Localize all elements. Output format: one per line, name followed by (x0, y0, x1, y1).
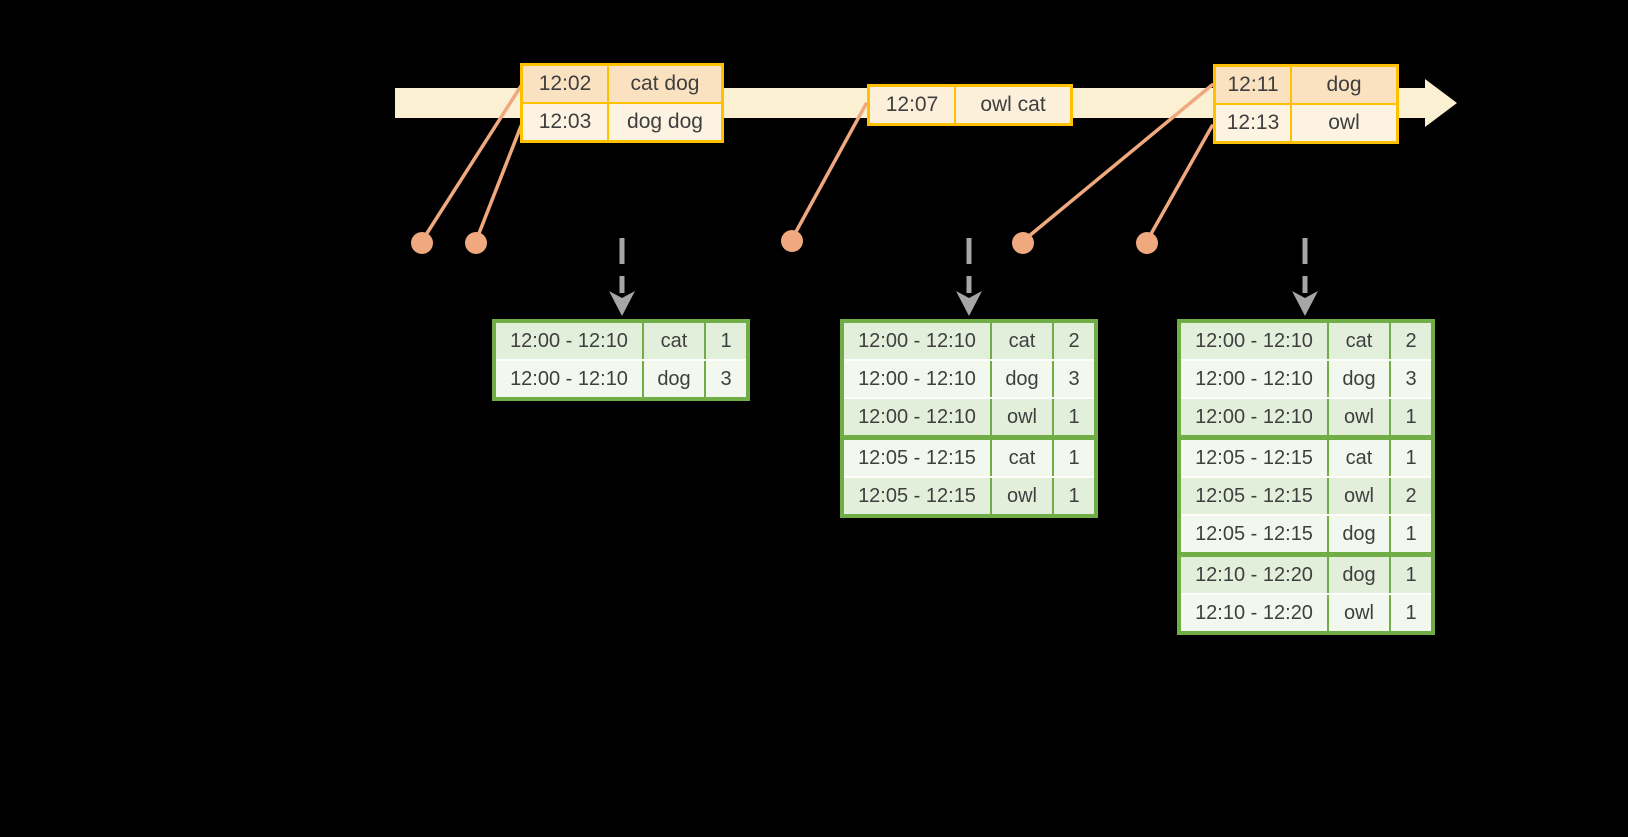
word-cell: dog (1327, 361, 1389, 397)
trigger-arrows (609, 238, 1318, 316)
leader-line (420, 84, 523, 243)
result-table: 12:00 - 12:10 cat 2 12:00 - 12:10 dog 3 … (1177, 319, 1435, 635)
table-row: 12:00 - 12:10 dog 3 (496, 359, 746, 397)
word-cell: owl (1327, 595, 1389, 631)
table-row: 12:00 - 12:10 owl 1 (844, 397, 1094, 435)
word-cell: owl (990, 478, 1052, 514)
count-cell: 2 (1389, 323, 1431, 359)
window-cell: 12:00 - 12:10 (844, 399, 990, 435)
count-cell: 2 (1389, 478, 1431, 514)
count-cell: 3 (704, 361, 746, 397)
word-cell: owl (1327, 478, 1389, 514)
leader-line (790, 102, 868, 241)
window-cell: 12:00 - 12:10 (496, 323, 642, 359)
count-cell: 2 (1052, 323, 1094, 359)
word-cell: cat (990, 440, 1052, 476)
window-cell: 12:05 - 12:15 (1181, 516, 1327, 552)
count-cell: 1 (1389, 516, 1431, 552)
event-dot-icon (781, 230, 803, 252)
event-table: 12:11 dog 12:13 owl (1213, 64, 1399, 144)
trigger-arrow-icon (956, 238, 982, 316)
table-row: 12:00 - 12:10 cat 1 (496, 323, 746, 359)
leader-line (474, 124, 523, 243)
word-cell: cat (1327, 323, 1389, 359)
window-cell: 12:10 - 12:20 (1181, 595, 1327, 631)
count-cell: 1 (1389, 399, 1431, 435)
count-cell: 3 (1389, 361, 1431, 397)
table-row: 12:00 - 12:10 cat 2 (844, 323, 1094, 359)
count-cell: 1 (704, 323, 746, 359)
table-row: 12:00 - 12:10 owl 1 (1181, 397, 1431, 435)
count-cell: 1 (1052, 440, 1094, 476)
table-row: 12:05 - 12:15 dog 1 (1181, 514, 1431, 552)
word-cell: owl (1327, 399, 1389, 435)
word-cell: dog (990, 361, 1052, 397)
table-row: 12:00 - 12:10 dog 3 (844, 359, 1094, 397)
result-table: 12:00 - 12:10 cat 1 12:00 - 12:10 dog 3 (492, 319, 750, 401)
event-time-cell: 12:07 (870, 87, 954, 123)
table-row: 12:05 - 12:15 owl 2 (1181, 476, 1431, 514)
event-words-cell: dog dog (607, 104, 721, 140)
window-cell: 12:05 - 12:15 (1181, 478, 1327, 514)
window-cell: 12:00 - 12:10 (844, 323, 990, 359)
window-cell: 12:05 - 12:15 (844, 478, 990, 514)
window-cell: 12:00 - 12:10 (1181, 361, 1327, 397)
event-words-cell: dog (1290, 67, 1396, 103)
table-row: 12:00 - 12:10 dog 3 (1181, 359, 1431, 397)
word-cell: cat (1327, 440, 1389, 476)
event-markers (411, 230, 1158, 254)
word-cell: cat (642, 323, 704, 359)
window-cell: 12:00 - 12:10 (496, 361, 642, 397)
event-row: 12:13 owl (1216, 103, 1396, 141)
window-cell: 12:10 - 12:20 (1181, 557, 1327, 593)
event-dot-icon (465, 232, 487, 254)
word-cell: cat (990, 323, 1052, 359)
count-cell: 1 (1389, 595, 1431, 631)
count-cell: 1 (1052, 399, 1094, 435)
event-words-cell: cat dog (607, 66, 721, 102)
event-time-cell: 12:02 (523, 66, 607, 102)
word-cell: owl (990, 399, 1052, 435)
table-row: 12:05 - 12:15 cat 1 (1181, 435, 1431, 476)
word-cell: dog (642, 361, 704, 397)
table-row: 12:05 - 12:15 owl 1 (844, 476, 1094, 514)
word-cell: dog (1327, 557, 1389, 593)
event-time-cell: 12:03 (523, 104, 607, 140)
result-table: 12:00 - 12:10 cat 2 12:00 - 12:10 dog 3 … (840, 319, 1098, 518)
window-cell: 12:00 - 12:10 (844, 361, 990, 397)
event-table: 12:07 owl cat (867, 84, 1073, 126)
table-row: 12:10 - 12:20 owl 1 (1181, 593, 1431, 631)
table-row: 12:10 - 12:20 dog 1 (1181, 552, 1431, 593)
event-words-cell: owl cat (954, 87, 1070, 123)
leader-lines (420, 83, 1214, 243)
word-cell: dog (1327, 516, 1389, 552)
event-table: 12:02 cat dog 12:03 dog dog (520, 63, 724, 143)
event-time-cell: 12:11 (1216, 67, 1290, 103)
table-row: 12:00 - 12:10 cat 2 (1181, 323, 1431, 359)
event-words-cell: owl (1290, 105, 1396, 141)
event-time-cell: 12:13 (1216, 105, 1290, 141)
event-dot-icon (411, 232, 433, 254)
event-dot-icon (1136, 232, 1158, 254)
window-cell: 12:00 - 12:10 (1181, 323, 1327, 359)
count-cell: 1 (1389, 440, 1431, 476)
leader-line (1145, 124, 1214, 243)
trigger-arrow-icon (1292, 238, 1318, 316)
trigger-arrow-icon (609, 238, 635, 316)
event-row: 12:07 owl cat (870, 87, 1070, 123)
window-cell: 12:05 - 12:15 (1181, 440, 1327, 476)
leader-line (1021, 83, 1214, 243)
count-cell: 3 (1052, 361, 1094, 397)
window-cell: 12:00 - 12:10 (1181, 399, 1327, 435)
event-row: 12:03 dog dog (523, 102, 721, 140)
event-dot-icon (1012, 232, 1034, 254)
event-row: 12:11 dog (1216, 67, 1396, 103)
count-cell: 1 (1052, 478, 1094, 514)
event-row: 12:02 cat dog (523, 66, 721, 102)
count-cell: 1 (1389, 557, 1431, 593)
window-cell: 12:05 - 12:15 (844, 440, 990, 476)
table-row: 12:05 - 12:15 cat 1 (844, 435, 1094, 476)
